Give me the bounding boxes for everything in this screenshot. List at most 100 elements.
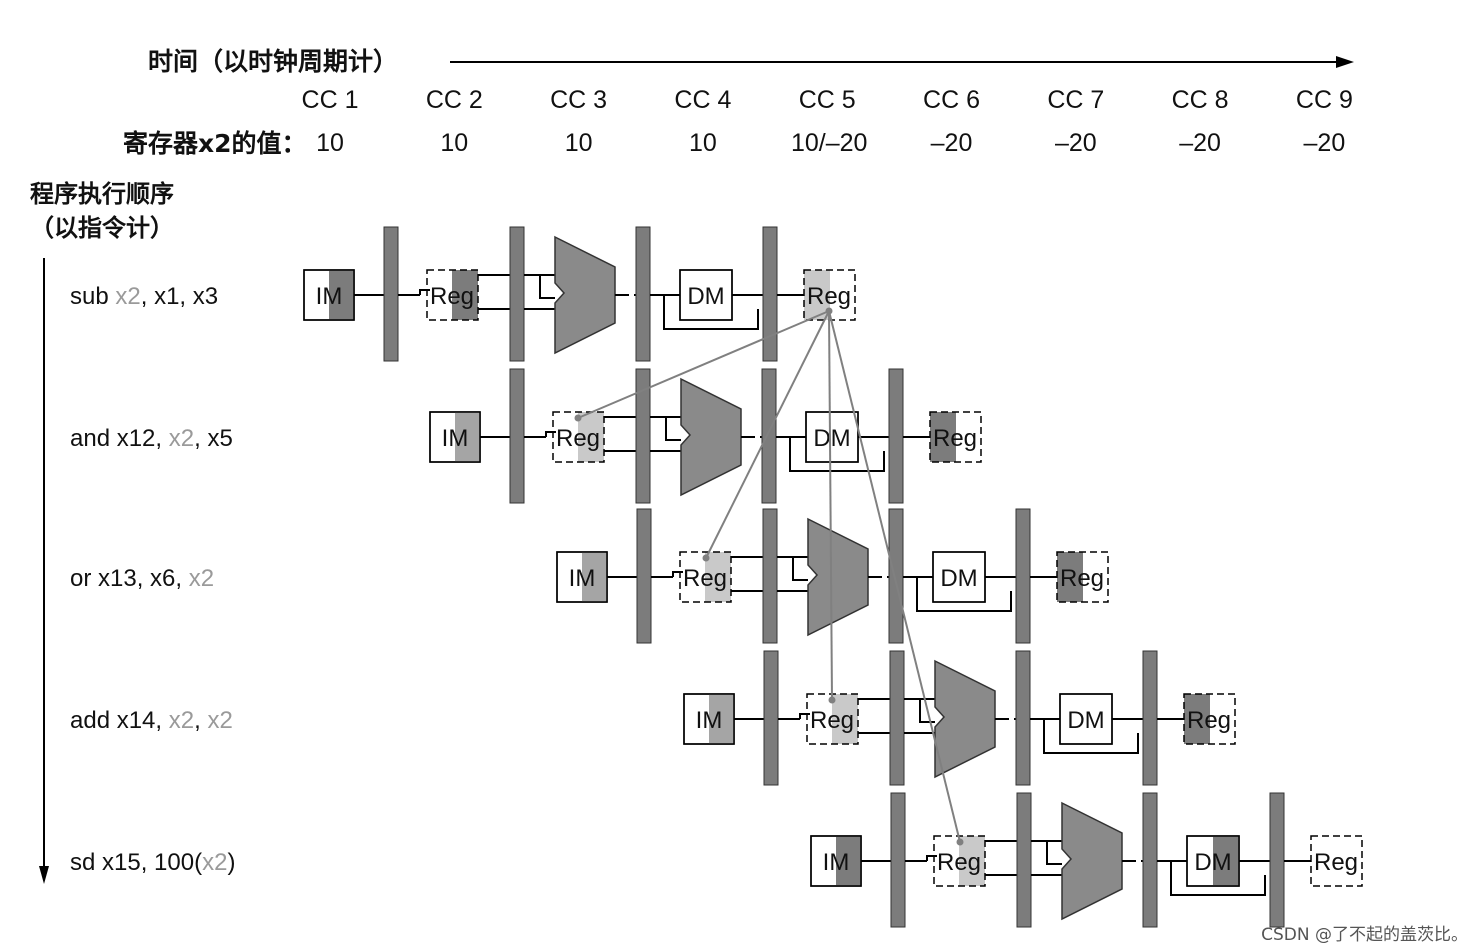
- pipeline-register-bar: [1142, 650, 1158, 786]
- alu-shape: [554, 235, 616, 355]
- pipeline-register-bar: [636, 508, 652, 644]
- instruction-text: ,: [194, 707, 207, 734]
- im-label: IM: [316, 283, 343, 310]
- reg-value-label: 寄存器x2的值：: [123, 129, 307, 158]
- dm-bypass-wire: [1043, 719, 1139, 754]
- dm-label: DM: [1067, 707, 1104, 734]
- reg-write-label: Reg: [1314, 849, 1358, 876]
- order-axis-arrowhead: [39, 866, 49, 884]
- reg-input-wire: [419, 289, 430, 295]
- reg-read-label: Reg: [556, 425, 600, 452]
- forward-line: [828, 310, 833, 701]
- instruction-text: , x5: [194, 425, 233, 452]
- instruction-label: sd x15, 100(x2): [70, 849, 235, 876]
- reg-write-shade: [1057, 552, 1083, 602]
- dm-label: DM: [940, 565, 977, 592]
- reg-write-box: [1056, 551, 1109, 603]
- pipeline-register-bar: [1015, 508, 1031, 644]
- register-operand-highlight: x2: [169, 425, 194, 452]
- pipeline-register-bar: [509, 226, 525, 362]
- instruction-label: and x12, x2, x5: [70, 425, 233, 452]
- reg-read-box: [679, 551, 732, 603]
- im-shade: [455, 412, 480, 462]
- instruction-text: , x1, x3: [141, 283, 218, 310]
- reg-read-label: Reg: [430, 283, 474, 310]
- reg-input-wire: [672, 571, 683, 577]
- cycle-label: CC 8: [1172, 86, 1229, 114]
- alu-input-wire: [530, 274, 555, 299]
- reg-read-label: Reg: [810, 707, 854, 734]
- reg-input-wire: [799, 713, 810, 719]
- reg-input-wire: [545, 431, 556, 437]
- cycle-label: CC 9: [1296, 86, 1353, 114]
- dm-shade: [1213, 836, 1239, 886]
- register-value: –20: [931, 129, 973, 157]
- reg-input-wire: [926, 855, 937, 861]
- cycle-label: CC 5: [799, 86, 856, 114]
- instruction-label: add x14, x2, x2: [70, 707, 233, 734]
- register-operand-highlight: x2: [207, 707, 232, 734]
- dm-label: DM: [687, 283, 724, 310]
- forward-target-dot: [828, 696, 836, 704]
- cycle-label: CC 2: [426, 86, 483, 114]
- pipeline-register-bar: [1269, 792, 1285, 928]
- register-value: 10: [689, 129, 717, 157]
- alu-input-wire: [783, 556, 808, 581]
- pipeline-row: IM Reg DM Reg: [303, 226, 856, 362]
- forwarding-lines: [574, 307, 964, 846]
- pipeline-register-bar: [1015, 650, 1031, 786]
- pipeline-register-bar: [763, 650, 779, 786]
- alu-input-wire: [1037, 840, 1062, 865]
- register-value: 10/–20: [791, 129, 867, 157]
- cycle-label: CC 3: [550, 86, 607, 114]
- reg-write-shade: [930, 412, 956, 462]
- register-value: –20: [1304, 129, 1346, 157]
- pipeline-register-bar: [890, 792, 906, 928]
- pipeline-register-bar: [888, 368, 904, 504]
- time-axis-arrowhead: [1336, 56, 1354, 68]
- cycle-label: CC 4: [674, 86, 731, 114]
- instruction-text: and x12,: [70, 425, 169, 452]
- register-value: 10: [440, 129, 468, 157]
- register-operand-highlight: x2: [202, 849, 227, 876]
- dm-bypass-wire: [1170, 861, 1266, 896]
- reg-read-shade: [959, 836, 985, 886]
- im-shade: [329, 270, 354, 320]
- reg-write-label: Reg: [807, 283, 851, 310]
- cycle-label: CC 1: [302, 86, 359, 114]
- pipeline-register-bar: [383, 226, 399, 362]
- reg-write-label: Reg: [1187, 707, 1231, 734]
- reg-read-box: [552, 411, 605, 463]
- forward-line: [705, 310, 830, 559]
- cycle-label: CC 6: [923, 86, 980, 114]
- alu-input-wire: [910, 698, 935, 723]
- order-label-line2: （以指令计）: [30, 214, 174, 242]
- im-shade: [836, 836, 861, 886]
- pipeline-register-bar: [635, 368, 651, 504]
- im-label: IM: [823, 849, 850, 876]
- watermark: CSDN @了不起的盖茨比。: [1261, 925, 1468, 945]
- dm-bypass-wire: [663, 295, 759, 330]
- register-value: 10: [565, 129, 593, 157]
- time-axis-label: 时间（以时钟周期计）: [148, 47, 398, 76]
- alu-shape: [807, 517, 869, 637]
- forward-line: [577, 310, 830, 419]
- im-shade: [709, 694, 734, 744]
- alu-shape: [680, 377, 742, 497]
- instruction-label: sub x2, x1, x3: [70, 283, 218, 310]
- cycle-headers: CC 1 CC 2 CC 3 CC 4 CC 5 CC 6 CC 7 CC 8 CC 9: [302, 86, 1353, 114]
- cycle-label: CC 7: [1047, 86, 1104, 114]
- reg-read-shade: [832, 694, 858, 744]
- alu-shape: [934, 659, 996, 779]
- pipeline-register-bar: [888, 508, 904, 644]
- forward-target-dot: [702, 554, 710, 562]
- reg-read-label: Reg: [683, 565, 727, 592]
